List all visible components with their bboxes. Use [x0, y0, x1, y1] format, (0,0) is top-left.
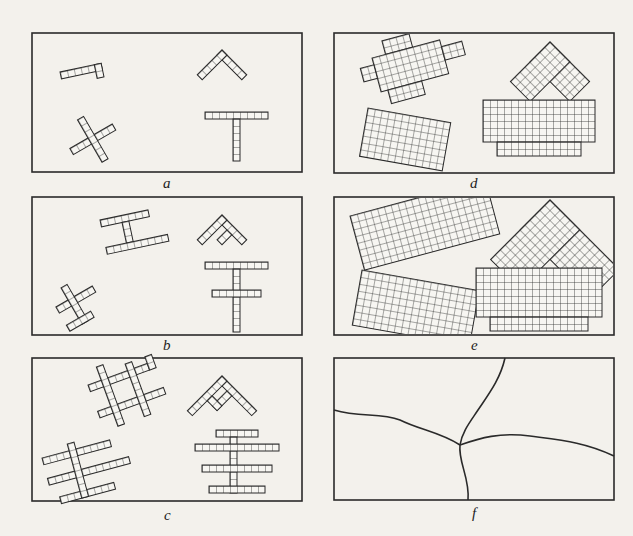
- panel-letter: e: [471, 338, 478, 353]
- crystal-stage-d: [355, 34, 595, 171]
- panel-letter: b: [163, 338, 171, 353]
- grain-boundaries: [334, 358, 614, 500]
- panel-frames: [32, 33, 614, 501]
- dendrite-stage-c: [40, 348, 279, 505]
- nuclei-stage-a: [59, 50, 268, 173]
- panel-letter: a: [163, 176, 171, 191]
- crystal-stage-e: [350, 198, 613, 334]
- panel-letter: d: [470, 176, 478, 191]
- panel-letter: c: [164, 508, 171, 523]
- dendrite-stage-b: [49, 207, 268, 332]
- panel-letter: f: [472, 506, 476, 521]
